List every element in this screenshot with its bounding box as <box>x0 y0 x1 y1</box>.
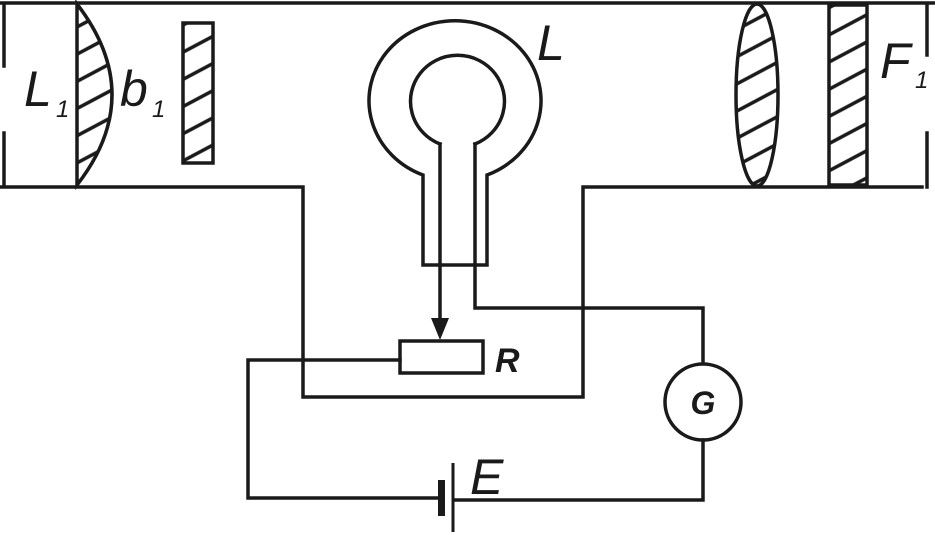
lamp <box>367 18 543 267</box>
tube-bottom-wall-with-loop <box>0 185 924 399</box>
slit-plate <box>181 21 215 165</box>
wire-galvanometer-to-battery <box>453 438 705 502</box>
left-lens <box>75 0 114 191</box>
lamp-bulb-outer <box>367 18 543 267</box>
optical-tube <box>0 1 935 399</box>
circuit <box>246 142 743 532</box>
right-lens <box>734 2 780 188</box>
wire-lamp-to-galvanometer <box>473 142 705 366</box>
label-filter-sub: 1 <box>915 67 928 94</box>
label-rheostat: R <box>495 342 520 380</box>
label-lens-left: L <box>24 61 52 117</box>
slider-arrow-icon <box>431 318 449 340</box>
label-lamp: L <box>537 15 565 71</box>
label-galvanometer: G <box>691 385 716 421</box>
filter-plate <box>827 3 869 187</box>
label-slit-sub: 1 <box>152 96 165 123</box>
label-filter: F <box>880 33 913 89</box>
label-slit: b <box>120 61 148 117</box>
rheostat <box>398 339 485 375</box>
label-lens-left-sub: 1 <box>56 96 69 123</box>
battery-negative-plate <box>438 480 445 516</box>
wire-rheostat-to-battery <box>246 358 443 500</box>
lamp-bulb-inner <box>408 53 507 147</box>
label-battery: E <box>470 449 504 505</box>
